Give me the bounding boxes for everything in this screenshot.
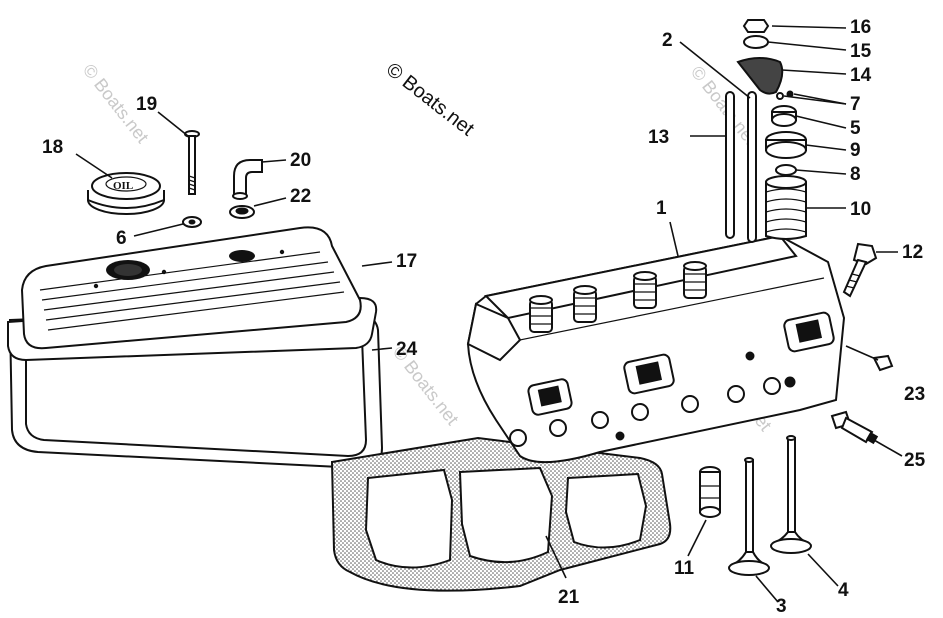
head-gasket [330, 436, 672, 592]
callout-11: 11 [674, 558, 695, 579]
valve-keys [776, 90, 794, 100]
callout-10: 10 [850, 199, 871, 220]
grommet [229, 205, 255, 219]
callout-18: 18 [42, 137, 63, 158]
elbow-fitting [232, 159, 263, 200]
cover-bolt [184, 130, 200, 195]
rocker-arm [736, 57, 784, 95]
exhaust-valve [770, 435, 812, 554]
pipe-plug [872, 354, 894, 372]
installed-valve-springs [529, 261, 707, 333]
callout-6: 6 [116, 228, 127, 249]
cylinder-head [466, 234, 846, 464]
callout-9: 9 [850, 140, 861, 161]
valve-cap [771, 105, 797, 127]
callout-25: 25 [904, 450, 926, 471]
callout-12: 12 [902, 242, 923, 263]
callout-20: 20 [290, 150, 311, 171]
callout-8: 8 [850, 164, 861, 185]
callout-5: 5 [850, 118, 861, 139]
temperature-sender [830, 410, 879, 445]
callout-4: 4 [838, 580, 849, 601]
valve-cover [7, 226, 378, 362]
callout-23: 23 [904, 384, 925, 405]
valve-spring [765, 175, 807, 240]
callout-16: 16 [850, 17, 871, 38]
oil-cap-label: OIL [113, 180, 133, 192]
callout-19: 19 [136, 94, 157, 115]
callout-labels: 1 2 3 4 5 6 7 8 9 10 11 12 13 14 15 16 1… [42, 17, 926, 617]
valve-guide [699, 466, 721, 518]
leader-lines [75, 25, 903, 603]
callout-7: 7 [850, 94, 861, 115]
callout-22: 22 [290, 186, 311, 207]
rocker-nut [742, 19, 770, 33]
push-rod [725, 91, 757, 243]
callout-24: 24 [396, 339, 418, 360]
valve-rotator [765, 131, 807, 159]
callout-15: 15 [850, 41, 872, 62]
callout-3: 3 [776, 596, 787, 617]
oil-seal-ring [775, 164, 797, 176]
callout-17: 17 [396, 251, 417, 272]
callout-14: 14 [850, 65, 872, 86]
washer [182, 216, 202, 228]
intake-valve [728, 457, 770, 576]
rocker-ball [743, 35, 769, 49]
callout-21: 21 [558, 587, 580, 608]
watermark-main: © Boats.net [382, 59, 478, 141]
callout-1: 1 [656, 198, 667, 219]
rocker-stud [842, 242, 878, 298]
callout-2: 2 [662, 30, 673, 51]
callout-13: 13 [648, 127, 669, 148]
oil-filler-cap: OIL [87, 172, 165, 215]
